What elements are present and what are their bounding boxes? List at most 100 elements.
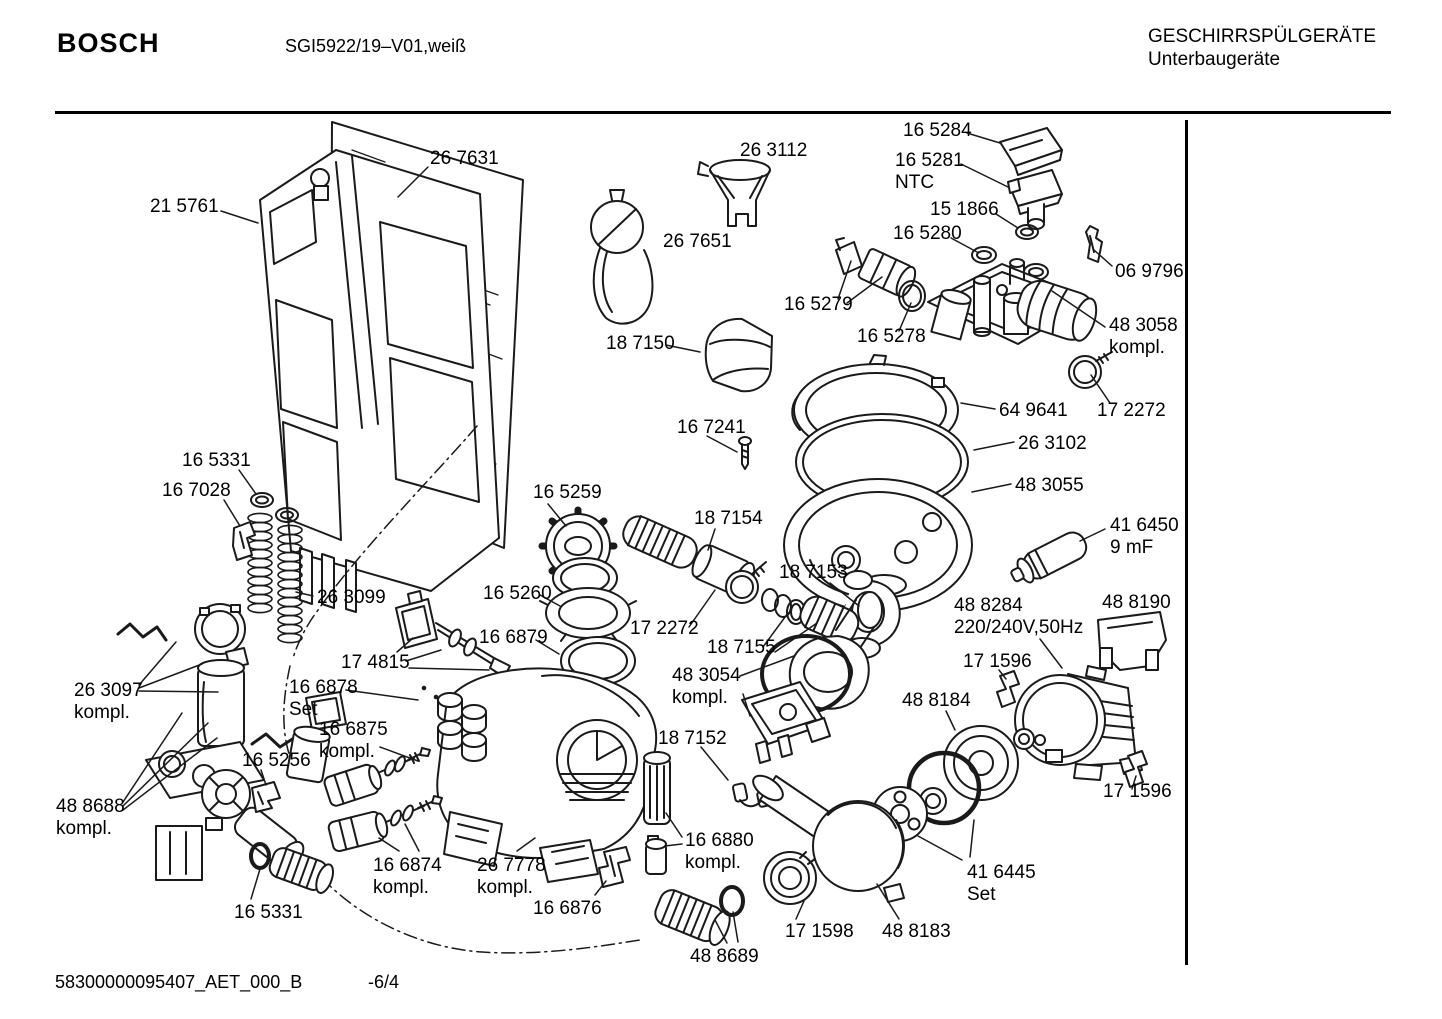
part-label-16-5278: 16 5278: [857, 326, 926, 347]
part-label-48-8183: 48 8183: [882, 921, 951, 942]
part-label-48-8190: 48 8190: [1102, 592, 1171, 613]
tank-26-7778: [436, 667, 658, 883]
bearing-17-1598: [763, 851, 817, 905]
clip-17-1596-upper: [996, 670, 1020, 708]
part-label-18-7155: 18 7155: [707, 637, 776, 658]
jug-26-7651: [590, 189, 654, 325]
part-label-16-7028: 16 7028: [162, 480, 231, 501]
bracket-48-8190: [1097, 611, 1167, 671]
brand-logo: BOSCH: [57, 28, 160, 58]
hose-clamp-17-2272-upper: [1068, 351, 1113, 389]
part-label-16-5331-b: 16 5331: [234, 902, 303, 923]
clip-16-6876: [598, 846, 631, 888]
seals-18-7155: [761, 588, 860, 644]
part-label-16-6879: 16 6879: [479, 627, 548, 648]
cover-18-7150: [704, 317, 773, 393]
subcategory-title: Unterbaugeräte: [1148, 49, 1281, 70]
document-title: GESCHIRRSPÜLGERÄTE Unterbaugeräte: [1148, 25, 1376, 71]
part-label-18-7152: 18 7152: [658, 728, 727, 749]
part-label-21-5761: 21 5761: [150, 196, 219, 217]
leader-lines: [122, 132, 1137, 944]
threaded-hose: [622, 514, 698, 569]
part-label-15-1866: 15 1866: [930, 199, 999, 220]
o-rings-16-5331-upper: [250, 492, 299, 523]
capacitor-41-6450: [1010, 531, 1088, 584]
part-label-16-5259: 16 5259: [533, 482, 602, 503]
clip-16-7028: [232, 521, 256, 561]
part-label-16-5331-a: 16 5331: [182, 450, 251, 471]
pump-48-8183: [752, 774, 905, 903]
inlet-26-3097: [116, 603, 347, 747]
heater-assembly-48-3058: [927, 258, 1098, 345]
part-label-48-8184: 48 8184: [902, 690, 971, 711]
part-label-16-5280: 16 5280: [893, 223, 962, 244]
cover-16-5284: [999, 127, 1063, 176]
category-title: GESCHIRRSPÜLGERÄTE: [1148, 26, 1377, 47]
part-label-26-7651: 26 7651: [663, 231, 732, 252]
motor-48-8284: [1013, 665, 1143, 781]
cylinders-16-6880: [643, 751, 671, 875]
door-inner-panel-21-5761: [259, 149, 500, 613]
part-label-16-5256: 16 5256: [242, 750, 311, 771]
elbow-valve-48-3054: [741, 591, 883, 764]
valve-17-4815: [395, 590, 511, 678]
locking-collar: [539, 587, 637, 642]
part-label-17-2272-b: 17 2272: [630, 618, 699, 639]
solenoid-16-6875: [323, 747, 431, 807]
part-label-48-8689: 48 8689: [690, 946, 759, 967]
part-label-17-4815: 17 4815: [341, 652, 410, 673]
clip-17-1596-lower: [1124, 750, 1148, 788]
part-label-16-6876: 16 6876: [533, 898, 602, 919]
clip-06-9796: [1085, 225, 1103, 263]
hose-clamp-17-2272-mid: [725, 561, 767, 604]
part-label-17-2272-a: 17 2272: [1097, 400, 1166, 421]
part-label-26-7631: 26 7631: [430, 148, 499, 169]
o-ring-15-1866: [1015, 224, 1039, 240]
clip-16-5256: [251, 781, 281, 813]
part-label-48-3055: 48 3055: [1015, 475, 1084, 496]
o-ring-16-5278: [898, 280, 926, 312]
right-border-rule: [1185, 120, 1188, 965]
part-label-26-3099: 26 3099: [317, 587, 386, 608]
part-label-16-5279: 16 5279: [784, 294, 853, 315]
part-label-06-9796: 06 9796: [1115, 261, 1184, 282]
part-label-64-9641: 64 9641: [999, 400, 1068, 421]
part-label-17-1598: 17 1598: [785, 921, 854, 942]
part-label-26-3112: 26 3112: [740, 140, 808, 161]
part-label-16-5284: 16 5284: [903, 120, 972, 141]
document-id: 58300000095407_AET_000_B: [55, 972, 303, 992]
part-label-17-1596-a: 17 1596: [963, 651, 1032, 672]
solenoid-16-6874: [327, 795, 443, 853]
part-label-18-7150: 18 7150: [606, 333, 675, 354]
part-label-17-1596-b: 17 1596: [1103, 781, 1172, 802]
model-number: SGI5922/19–V01,weiß: [285, 36, 467, 56]
screw-16-7241: [738, 436, 752, 470]
springs-26-3099: [247, 512, 303, 644]
page-number: -6/4: [368, 972, 400, 992]
funnel-26-3112: [697, 159, 771, 227]
part-label-16-7241: 16 7241: [677, 417, 746, 438]
hose-48-8689: [654, 885, 745, 946]
part-label-26-3102: 26 3102: [1018, 433, 1087, 454]
header-rule: [55, 111, 1391, 114]
o-ring-16-5331-lower: [249, 842, 334, 894]
assembly-reference-lines: [283, 425, 641, 954]
part-label-18-7153: 18 7153: [779, 562, 848, 583]
part-label-18-7154: 18 7154: [694, 508, 763, 529]
part-label-16-5260: 16 5260: [483, 583, 552, 604]
bracket-16-5279: [835, 237, 917, 298]
